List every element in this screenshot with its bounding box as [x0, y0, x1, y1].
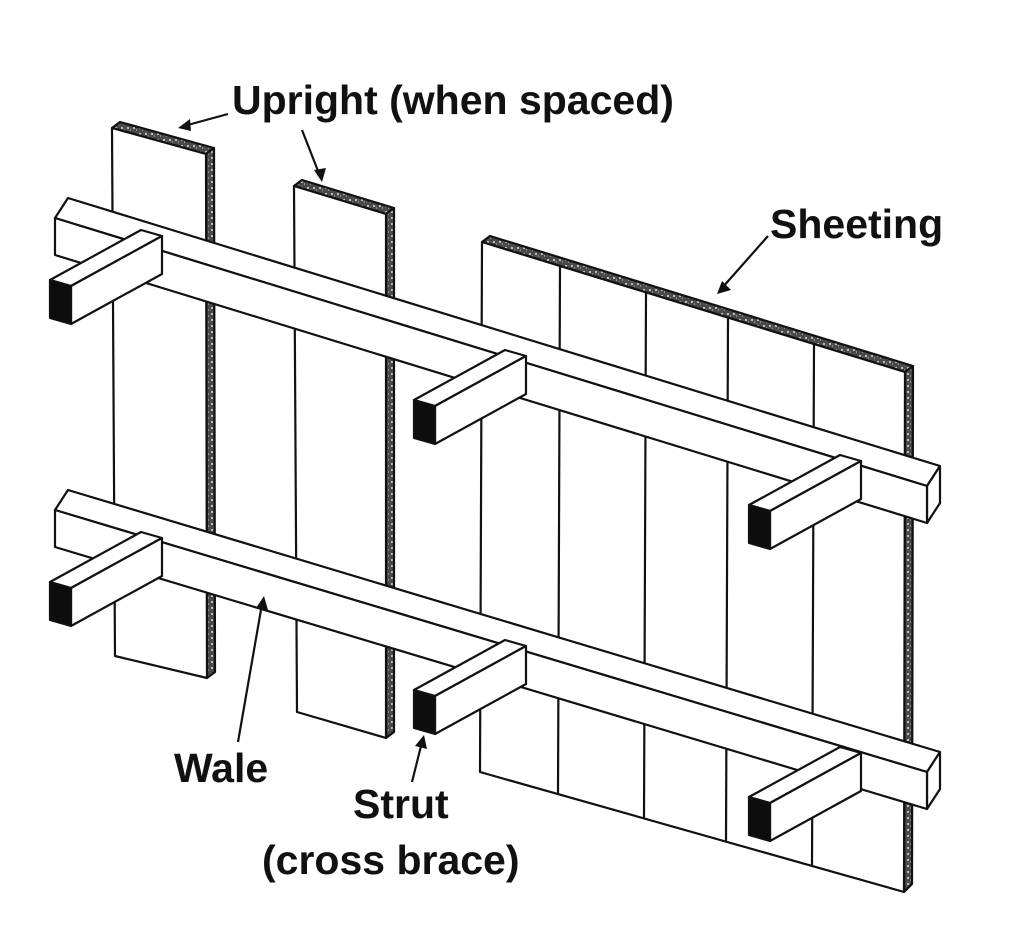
strut-lower-right	[747, 745, 863, 843]
strut-lower-middle	[412, 638, 528, 736]
strut-upper-left	[48, 228, 164, 326]
strut-lower-left	[48, 530, 164, 628]
leader-upright-left	[183, 112, 229, 128]
leader-lines	[178, 112, 769, 783]
arrowhead-upright-left	[178, 119, 191, 131]
arrowhead-upright-right	[314, 168, 326, 182]
strut-upper-right	[747, 453, 863, 551]
label-upright: Upright (when spaced)	[232, 77, 674, 123]
upright-board-right	[292, 178, 396, 740]
arrowhead-strut	[415, 735, 427, 749]
leader-sheeting	[721, 235, 769, 289]
label-sheeting: Sheeting	[770, 201, 944, 247]
strut-upper-middle	[412, 348, 528, 446]
label-strut: Strut	[353, 781, 449, 827]
label-cross-brace: (cross brace)	[262, 837, 520, 883]
label-wale: Wale	[174, 745, 269, 791]
leader-wale	[236, 603, 264, 743]
leader-upright-right	[300, 129, 322, 177]
arrowhead-wale	[256, 596, 268, 610]
arrowhead-sheeting	[717, 281, 731, 294]
leader-strut	[410, 741, 424, 783]
